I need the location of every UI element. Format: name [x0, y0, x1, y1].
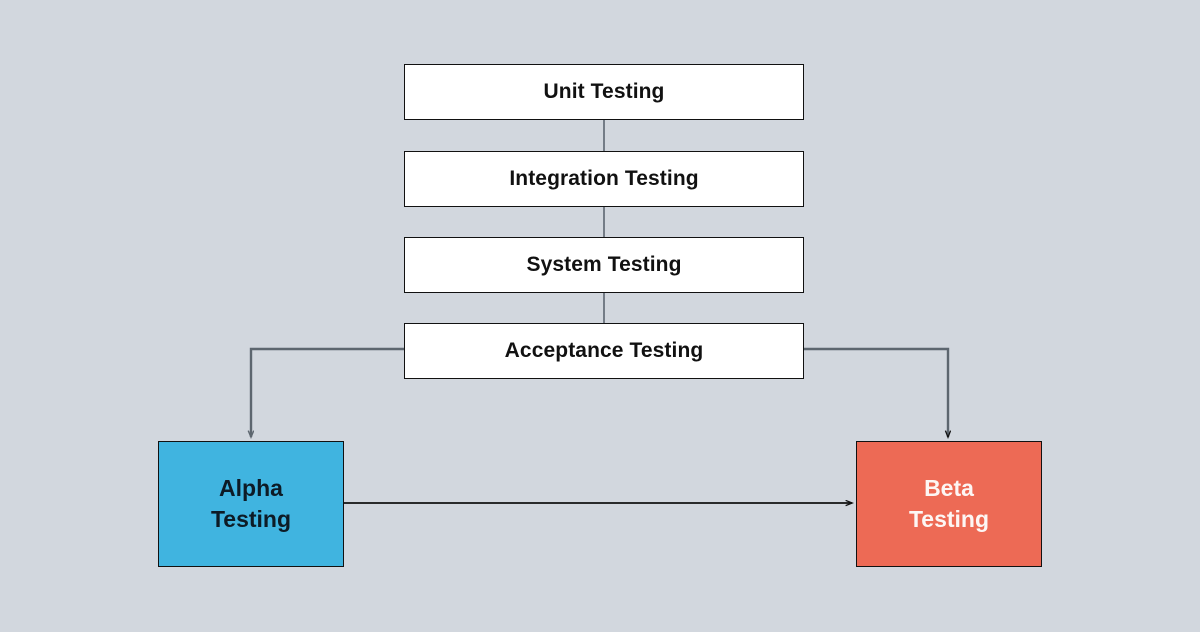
- node-integration-testing-label: Integration Testing: [509, 166, 699, 190]
- node-alpha-testing-label: Alpha Testing: [210, 474, 292, 532]
- node-system-testing[interactable]: System Testing: [404, 237, 804, 293]
- node-acceptance-testing[interactable]: Acceptance Testing: [404, 323, 804, 379]
- node-unit-testing[interactable]: Unit Testing: [404, 64, 804, 120]
- node-acceptance-testing-label: Acceptance Testing: [504, 338, 704, 362]
- connector-acceptance-to-beta: [804, 347, 948, 437]
- node-unit-testing-label: Unit Testing: [543, 79, 665, 103]
- node-beta-testing[interactable]: Beta Testing: [856, 441, 1042, 567]
- node-integration-testing[interactable]: Integration Testing: [404, 151, 804, 207]
- node-alpha-testing[interactable]: Alpha Testing: [158, 441, 344, 567]
- node-beta-testing-label: Beta Testing: [908, 474, 990, 532]
- connector-acceptance-to-alpha: [251, 347, 404, 437]
- node-system-testing-label: System Testing: [526, 252, 682, 276]
